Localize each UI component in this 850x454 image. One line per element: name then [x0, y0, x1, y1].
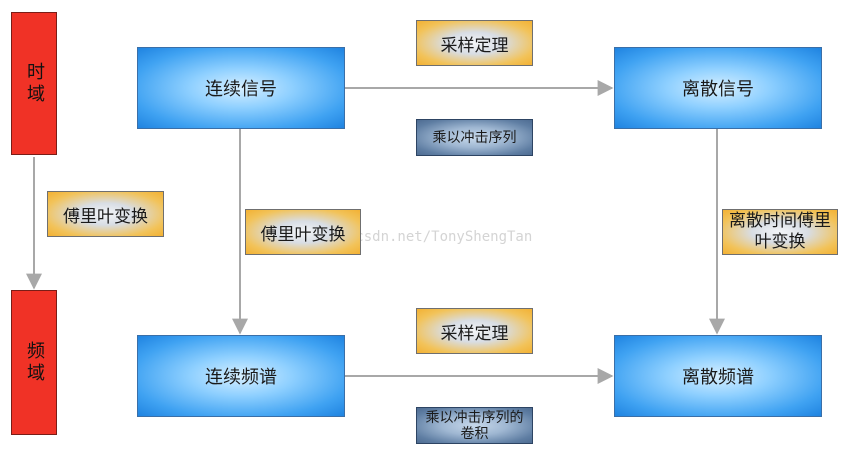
dtft-label: 离散时间傅里叶变换	[722, 209, 838, 255]
fourier-transform-label-center: 傅里叶变换	[245, 209, 361, 255]
discrete-signal-node: 离散信号	[614, 47, 822, 129]
impulse-convolution-label-bottom: 乘以冲击序列的卷积	[416, 407, 533, 444]
sampling-theorem-label-bottom: 采样定理	[416, 308, 533, 354]
watermark-text: og.csdn.net/TonyShengTan	[330, 229, 533, 245]
continuous-signal-node: 连续信号	[137, 47, 345, 129]
impulse-sequence-label-top: 乘以冲击序列	[416, 119, 533, 156]
continuous-spectrum-node: 连续频谱	[137, 335, 345, 417]
discrete-spectrum-node: 离散频谱	[614, 335, 822, 417]
time-domain-box: 时域	[11, 12, 57, 155]
sampling-theorem-label-top: 采样定理	[416, 20, 533, 66]
frequency-domain-box: 频域	[11, 290, 57, 435]
fourier-transform-label-left: 傅里叶变换	[47, 191, 164, 237]
